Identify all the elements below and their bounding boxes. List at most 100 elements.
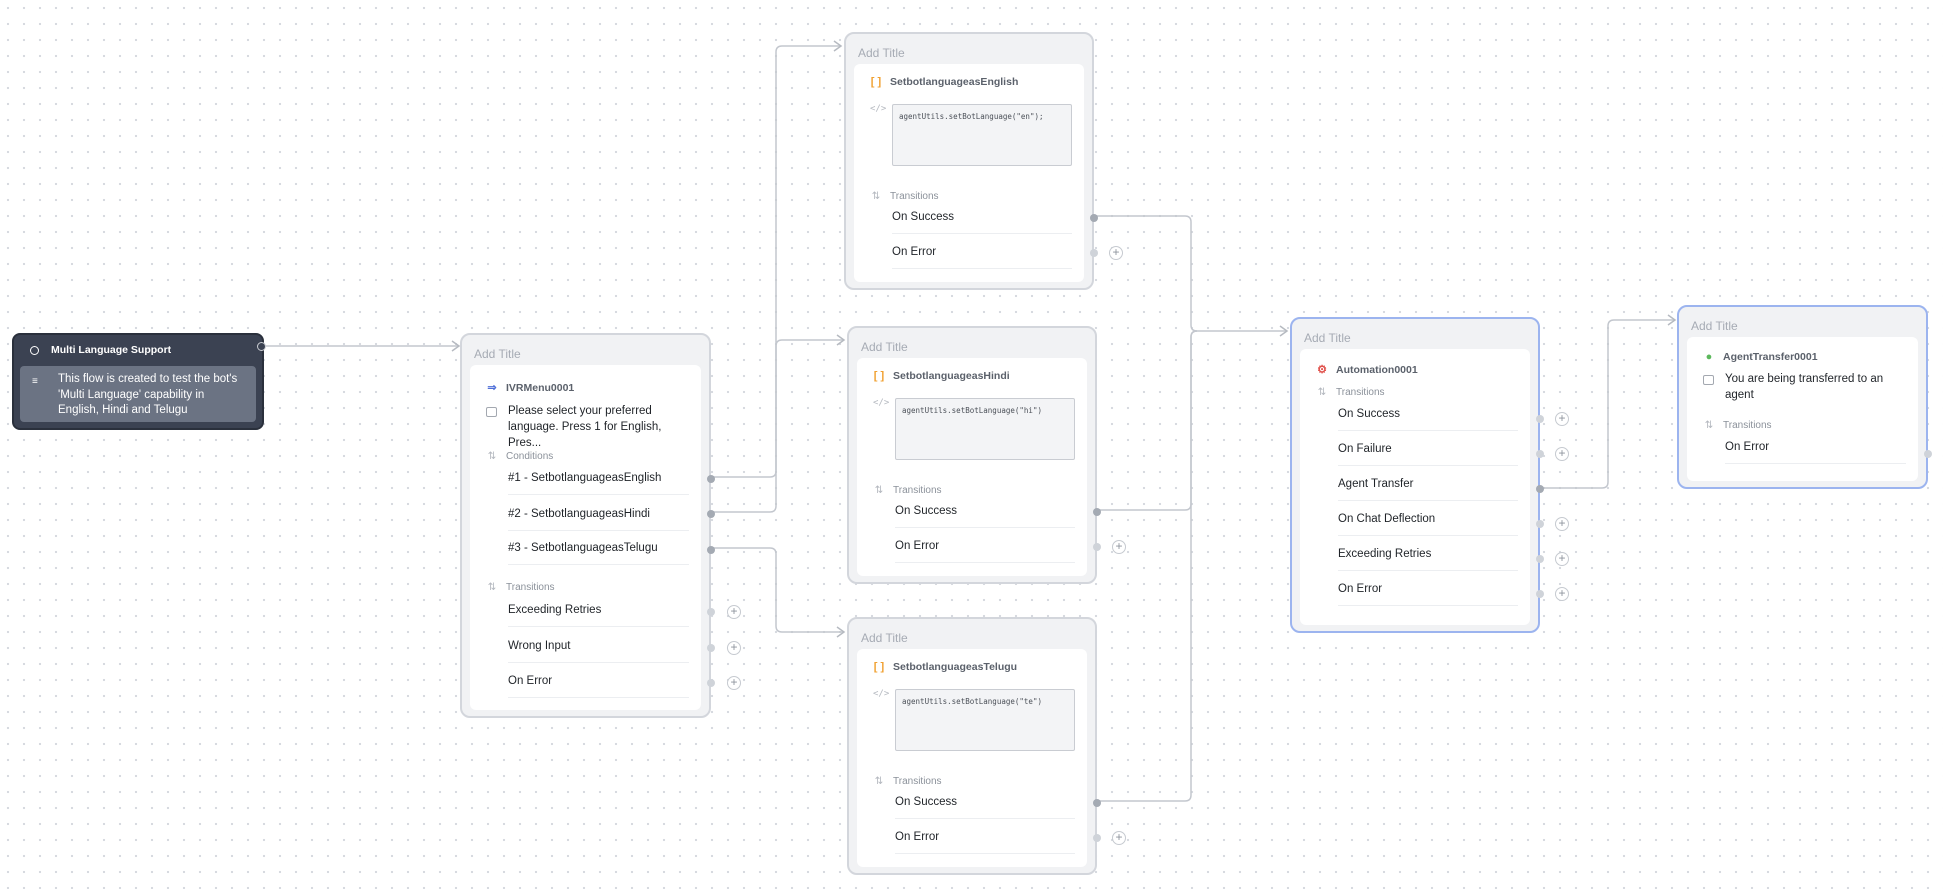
script-node-telugu[interactable]: Add Title [ ] SetbotlanguageasTelugu </>… — [847, 617, 1126, 875]
node-type-label: [ ] SetbotlanguageasEnglish — [870, 76, 1019, 88]
transition-port[interactable] — [1536, 555, 1544, 563]
start-node-header: Multi Language Support — [28, 344, 171, 356]
transition-row[interactable]: On Success — [895, 494, 1075, 528]
automation-node[interactable]: Add Title ⚙ Automation0001 ⇅ Transitions… — [1290, 317, 1569, 633]
transition-port[interactable] — [1093, 834, 1101, 842]
condition-row[interactable]: #2 - SetbotlanguageasHindi — [508, 497, 689, 531]
plus-icon[interactable]: + — [1109, 246, 1123, 260]
plus-icon[interactable]: + — [727, 641, 741, 655]
script-node-english[interactable]: Add Title [ ] SetbotlanguageasEnglish </… — [844, 32, 1123, 290]
condition-row[interactable]: #1 - SetbotlanguageasEnglish — [508, 461, 689, 495]
agent-transfer-node[interactable]: Add Title ● AgentTransfer0001 You are be… — [1677, 305, 1932, 489]
code-editor[interactable]: agentUtils.setBotLanguage("hi") — [895, 398, 1075, 460]
plus-icon[interactable]: + — [1112, 540, 1126, 554]
plus-icon[interactable]: + — [727, 605, 741, 619]
conditions-label: Conditions — [506, 451, 554, 462]
plus-icon[interactable]: + — [1555, 552, 1569, 566]
node-title-placeholder[interactable]: Add Title — [1691, 319, 1738, 333]
start-output-port[interactable] — [257, 342, 266, 351]
plus-icon[interactable]: + — [1555, 447, 1569, 461]
transition-port[interactable] — [707, 644, 715, 652]
transition-port[interactable] — [1924, 450, 1932, 458]
wire-automation-agent — [1538, 319, 1674, 489]
transitions-header: ⇅ Transitions — [873, 485, 942, 496]
arrows-icon: ⇅ — [487, 451, 497, 462]
transition-port[interactable] — [1093, 543, 1101, 551]
transitions-header: ⇅ Transitions — [1703, 420, 1772, 431]
plus-icon[interactable]: + — [727, 676, 741, 690]
transition-row[interactable]: On Failure — [1338, 432, 1518, 466]
transition-port[interactable] — [1536, 450, 1544, 458]
node-card: [ ] SetbotlanguageasEnglish </> agentUti… — [854, 64, 1084, 282]
transition-port[interactable] — [1536, 415, 1544, 423]
transition-row[interactable]: Agent Transfer — [1338, 467, 1518, 501]
transition-row[interactable]: On Error — [895, 529, 1075, 563]
transition-port[interactable] — [1536, 485, 1544, 493]
transition-row[interactable]: On Success — [892, 200, 1072, 234]
transition-row[interactable]: On Error — [1725, 430, 1906, 464]
transition-port[interactable] — [707, 608, 715, 616]
node-card: ⇒ IVRMenu0001 Please select your preferr… — [470, 365, 701, 710]
transitions-header: ⇅ Transitions — [870, 191, 939, 202]
transition-port[interactable] — [1093, 508, 1101, 516]
wire-hindi-success — [1096, 330, 1198, 511]
transition-port[interactable] — [1093, 799, 1101, 807]
condition-port[interactable] — [707, 510, 715, 518]
plus-icon[interactable]: + — [1555, 412, 1569, 426]
plus-icon[interactable]: + — [1112, 831, 1126, 845]
node-title-placeholder[interactable]: Add Title — [1304, 331, 1351, 345]
chat-bubble-icon — [486, 407, 497, 417]
node-title-placeholder[interactable]: Add Title — [858, 46, 905, 60]
agent-message[interactable]: You are being transferred to an agent — [1725, 373, 1884, 401]
ivr-menu-node[interactable]: Add Title ⇒ IVRMenu0001 Please select yo… — [460, 333, 741, 718]
wire-ivr-hindi — [709, 339, 843, 513]
transitions-label: Transitions — [893, 776, 942, 787]
arrowhead-ivr — [451, 340, 461, 352]
condition-port[interactable] — [707, 475, 715, 483]
arrowhead-automation — [1279, 325, 1289, 337]
transition-row[interactable]: Exceeding Retries — [508, 593, 689, 627]
node-title-placeholder[interactable]: Add Title — [861, 340, 908, 354]
node-card: [ ] SetbotlanguageasHindi </> agentUtils… — [857, 358, 1087, 576]
arrowhead-telugu — [836, 626, 846, 638]
node-type-label: ● AgentTransfer0001 — [1703, 351, 1818, 363]
chat-bubble-icon — [1703, 375, 1714, 385]
code-editor[interactable]: agentUtils.setBotLanguage("en"); — [892, 104, 1072, 166]
transition-row[interactable]: On Success — [1338, 397, 1518, 431]
code-icon: </> — [873, 398, 890, 408]
transition-row[interactable]: On Error — [1338, 572, 1518, 606]
start-node-description[interactable]: ≡ This flow is created to test the bot's… — [20, 366, 256, 422]
code-editor[interactable]: agentUtils.setBotLanguage("te") — [895, 689, 1075, 751]
transition-port[interactable] — [707, 679, 715, 687]
plus-icon[interactable]: + — [1555, 587, 1569, 601]
transition-port[interactable] — [1536, 590, 1544, 598]
transition-port[interactable] — [1536, 520, 1544, 528]
transition-row[interactable]: On Error — [895, 820, 1075, 854]
transition-row[interactable]: Wrong Input — [508, 629, 689, 663]
node-type-label: [ ] SetbotlanguageasTelugu — [873, 661, 1017, 673]
transition-row[interactable]: On Error — [508, 664, 689, 698]
plus-icon[interactable]: + — [1555, 517, 1569, 531]
transition-port[interactable] — [1090, 214, 1098, 222]
code-icon: </> — [870, 104, 887, 114]
transition-row[interactable]: On Error — [892, 235, 1072, 269]
arrows-icon: ⇅ — [1317, 387, 1327, 398]
script-node-hindi[interactable]: Add Title [ ] SetbotlanguageasHindi </> … — [847, 326, 1126, 584]
transition-row[interactable]: On Success — [895, 785, 1075, 819]
wire-english-success — [1093, 215, 1286, 332]
node-title-placeholder[interactable]: Add Title — [861, 631, 908, 645]
wire-ivr-telugu — [709, 547, 843, 633]
transition-row[interactable]: Exceeding Retries — [1338, 537, 1518, 571]
transitions-label: Transitions — [890, 191, 939, 202]
node-type-name: SetbotlanguageasHindi — [893, 370, 1010, 382]
node-title-placeholder[interactable]: Add Title — [474, 347, 521, 361]
transitions-header: ⇅ Transitions — [486, 582, 555, 593]
node-type-name: SetbotlanguageasTelugu — [893, 661, 1018, 673]
arrowhead-hindi — [836, 334, 846, 346]
condition-port[interactable] — [707, 546, 715, 554]
transition-row[interactable]: On Chat Deflection — [1338, 502, 1518, 536]
transition-port[interactable] — [1090, 249, 1098, 257]
start-node[interactable]: Multi Language Support ≡ This flow is cr… — [12, 333, 266, 430]
ivr-prompt[interactable]: Please select your preferred language. P… — [508, 405, 662, 449]
condition-row[interactable]: #3 - SetbotlanguageasTelugu — [508, 531, 689, 565]
